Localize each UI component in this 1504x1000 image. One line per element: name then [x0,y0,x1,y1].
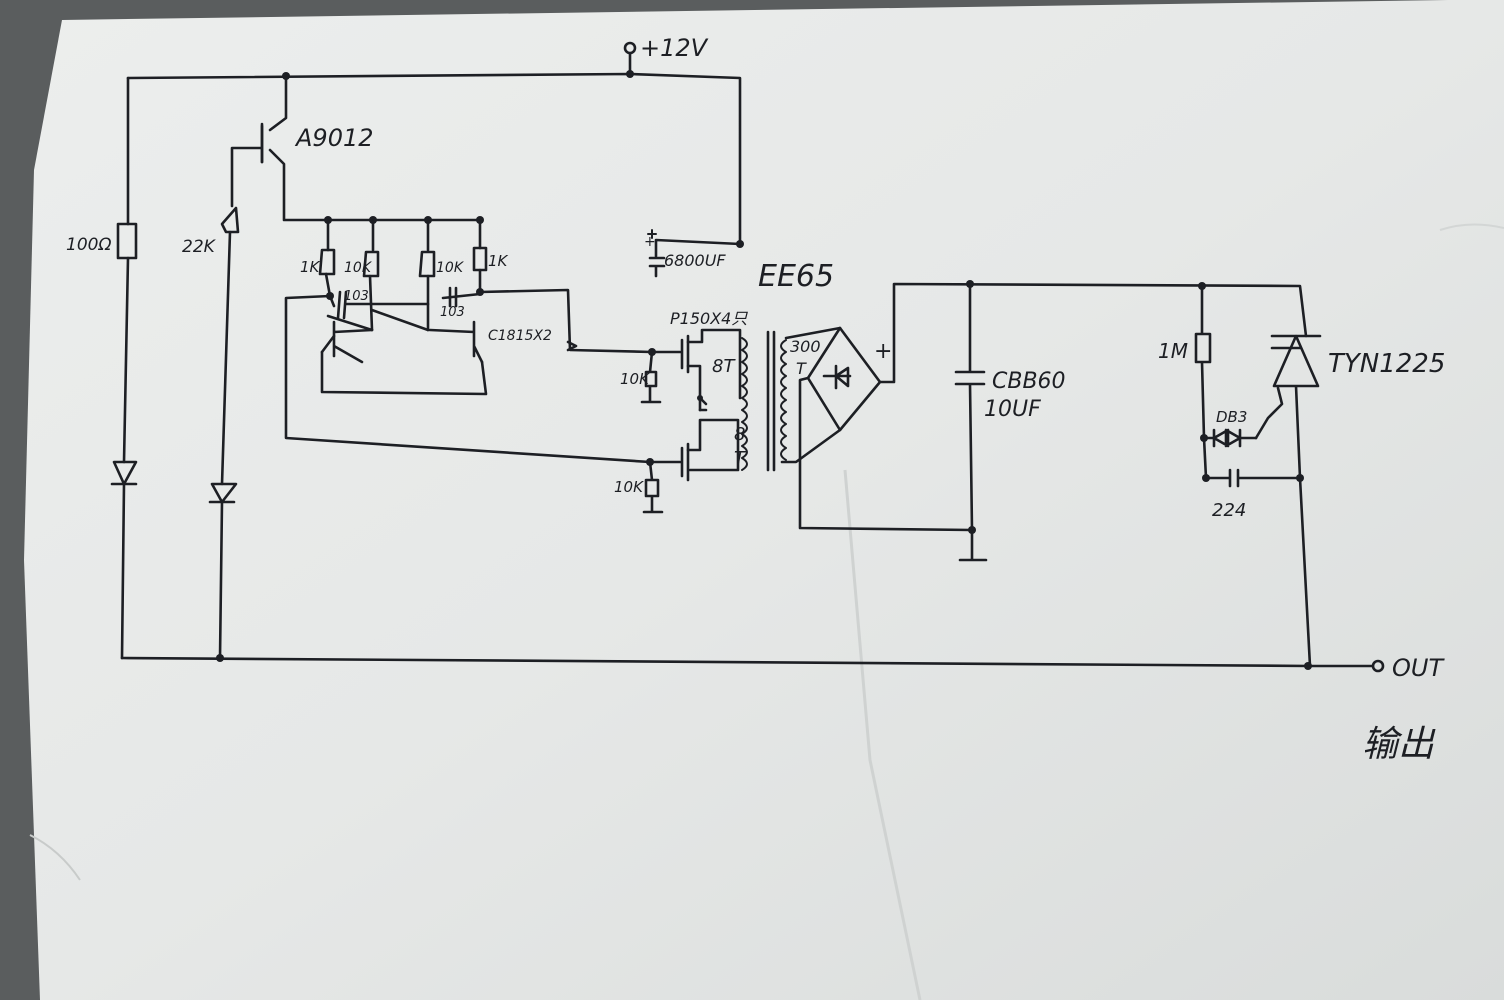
npn-pair-label: C1815X2 [488,328,552,344]
secondary-label: 300 [790,337,821,356]
paper-crease [29,834,81,881]
gate-r-top-label: 10K [620,370,650,388]
r100-label: 100Ω [66,235,111,255]
out-cn-label: 输出 [1362,724,1436,765]
mosfets-label: P150X4只 [670,309,748,328]
wires [110,41,1385,673]
plus-cap-label: + [644,234,656,250]
cap103-left-label: 103 [344,289,369,304]
r1k-right-label: 1K [488,252,509,270]
paper-crease [843,469,922,1000]
diac-label: DB3 [1216,408,1247,426]
cap224-label: 224 [1212,500,1246,521]
labels: +12V A9012 100Ω 22K 1K 10K 10K 1K 103 10… [66,34,1445,765]
r1m-label: 1M [1158,339,1188,363]
r10k-right-label: 10K [436,260,465,276]
primary-bottom-label: 8 [734,424,745,445]
paper-crease [1439,223,1504,231]
triac-label: TYN1225 [1328,349,1445,379]
gate-r-bottom-label: 10K [614,478,644,496]
secondary-t-label: T [796,359,807,378]
r1k-left-label: 1K [300,258,321,276]
primary-top-label: 8T [712,356,736,377]
core-label: EE65 [758,259,834,294]
paper-sheet [24,0,1504,1000]
out-label: OUT [1392,654,1445,682]
primary-bottom-t-label: T [734,448,747,469]
cbb-name-label: CBB60 [992,369,1066,394]
r22k-label: 22K [182,237,217,257]
cap103-right-label: 103 [440,305,465,320]
r10k-left-label: 10K [344,260,373,276]
junction-dots [216,70,1312,670]
cap6800-label: 6800UF [664,251,726,270]
plus-bridge-label: + [874,339,892,364]
supply-label: +12V [640,34,709,62]
pnp-label: A9012 [294,124,374,152]
cbb-value-label: 10UF [984,397,1041,422]
